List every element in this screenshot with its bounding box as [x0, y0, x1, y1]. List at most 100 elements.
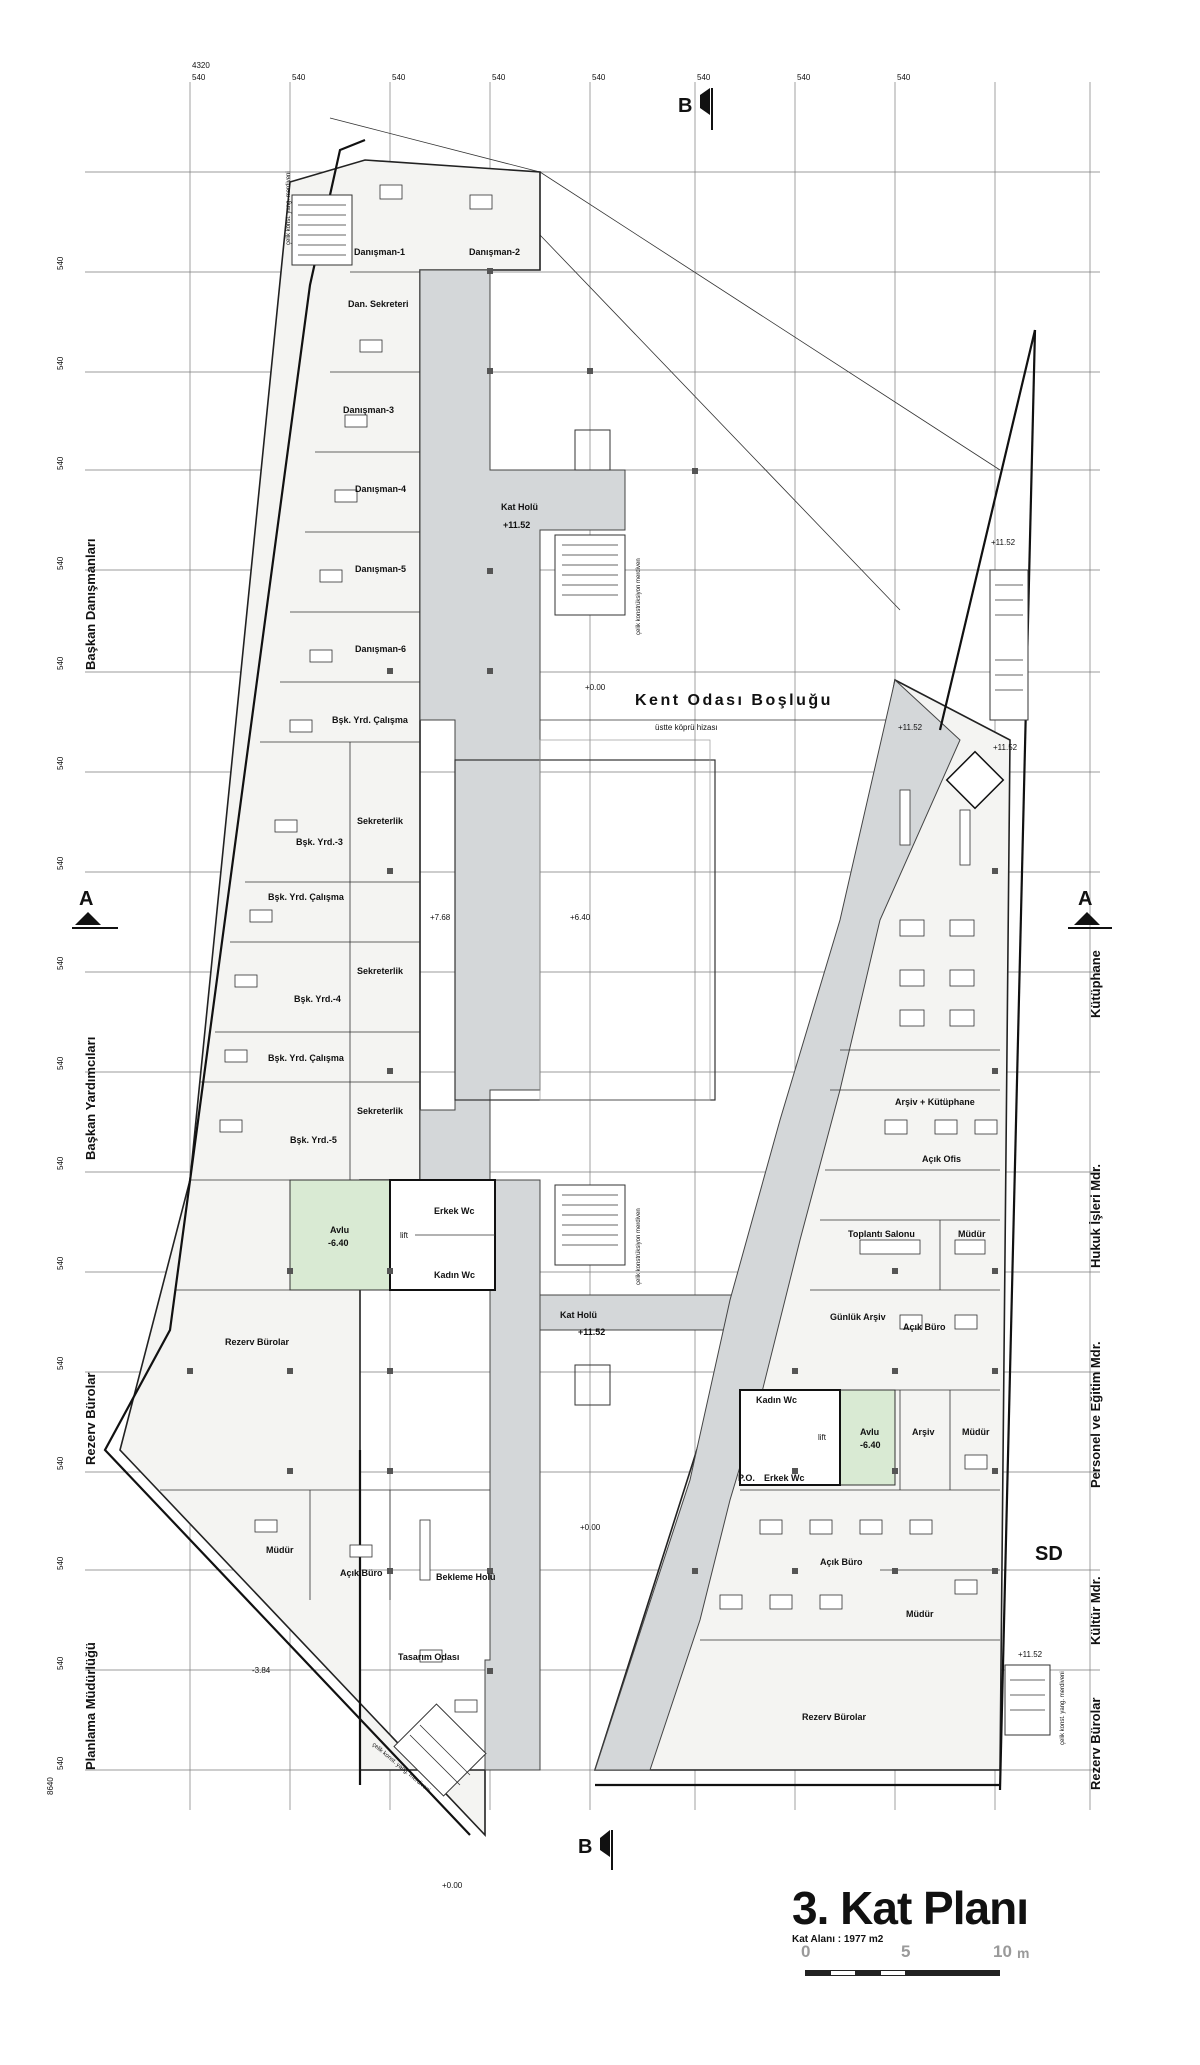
guide-lines [329, 117, 1001, 611]
level-11-52-d: +11.52 [1018, 1650, 1043, 1659]
lift-left: lift [400, 1231, 409, 1240]
right-facade [998, 329, 1037, 1791]
level-avlu-left: -6.40 [328, 1238, 349, 1248]
top-dimension-label: 540 [292, 73, 306, 82]
scale-segment [805, 1970, 830, 1976]
room-acik-buro-right-2: Açık Büro [820, 1557, 863, 1567]
zone-kultur: Kültür Mdr. [1088, 1576, 1103, 1645]
level-marks: +11.52 +11.52 +11.52 +11.52 +0.00 +0.00 … [252, 538, 1043, 1890]
level-11-52-c: +11.52 [993, 743, 1018, 752]
left-dimension-label: 540 [56, 1056, 65, 1070]
left-dimension-label: 540 [56, 956, 65, 970]
left-dimension-label: 540 [56, 1556, 65, 1570]
zone-rezerv-burolar-left: Rezerv Bürolar [83, 1373, 98, 1465]
left-dimension-label: 540 [56, 1356, 65, 1370]
right-room-walls [700, 1049, 1000, 1641]
room-erkek-wc-left: Erkek Wc [434, 1206, 475, 1216]
room-acik-buro-left: Açık Büro [340, 1568, 383, 1578]
level-kat-holu-bottom: +11.52 [578, 1327, 605, 1337]
room-mudur-right-2: Müdür [962, 1427, 990, 1437]
left-dimension-label: 540 [56, 1456, 65, 1470]
zone-baskan-yardimcilari: Başkan Yardımcıları [83, 1037, 98, 1160]
fire-stair-bottom-left [393, 1703, 487, 1797]
section-marker-b-top: B [678, 88, 713, 130]
left-dimension-label: 540 [56, 1756, 65, 1770]
left-dimension-total: 8640 [46, 1777, 55, 1795]
zone-labels: Başkan Danışmanları Başkan Yardımcıları … [83, 538, 1103, 1790]
left-facade [103, 138, 471, 1836]
top-dimension-label: 540 [492, 73, 506, 82]
level-kat-holu-top: +11.52 [503, 520, 530, 530]
section-marker-b-bottom: B [578, 1830, 613, 1870]
room-bsk-yrd-calisma-3: Bşk. Yrd. Çalışma [268, 1053, 345, 1063]
room-mudur-right-3: Müdür [906, 1609, 934, 1619]
room-danisman-1: Danışman-1 [354, 247, 405, 257]
top-dimension-label: 540 [392, 73, 406, 82]
level-7-68: +7.68 [430, 913, 451, 922]
scale-label-0: 0 [801, 1942, 811, 1961]
room-danisman-5: Danışman-5 [355, 564, 406, 574]
top-dimension-total: 4320 [192, 61, 210, 70]
zone-hukuk: Hukuk İşleri Mdr. [1088, 1164, 1103, 1268]
top-dimension-label: 540 [592, 73, 606, 82]
left-dimension-label: 540 [56, 1156, 65, 1170]
scale-unit: m [1017, 1945, 1030, 1961]
room-arsiv: Arşiv [912, 1427, 935, 1437]
room-kat-holu-bottom: Kat Holü [560, 1310, 597, 1320]
left-corridor [419, 269, 626, 1771]
room-sekreterlik-2: Sekreterlik [357, 966, 404, 976]
level-11-52-b: +11.52 [898, 723, 923, 732]
scale-label-5: 5 [901, 1942, 911, 1961]
scale-segment [855, 1970, 880, 1976]
room-danisman-4: Danışman-4 [355, 484, 406, 494]
note-ustte-kopru: üstte köprü hizası [655, 723, 718, 732]
level-0-00-a: +0.00 [585, 683, 606, 692]
level-0-00-c: +0.00 [442, 1881, 463, 1890]
room-sekreterlik-1: Sekreterlik [357, 816, 404, 826]
scale-label-10: 10 [993, 1942, 1012, 1961]
left-dimension-label: 540 [56, 256, 65, 270]
room-arsiv-kutuphane: Arşiv + Kütüphane [895, 1097, 975, 1107]
scale-segment [880, 1970, 907, 1976]
room-bsk-yrd-3: Bşk. Yrd.-3 [296, 837, 343, 847]
level-6-40: +6.40 [570, 913, 591, 922]
stair-note-3: çelik konstrüksiyon merdiven [636, 1208, 642, 1285]
level-minus-3-84: -3.84 [252, 1666, 271, 1675]
room-acik-ofis: Açık Ofis [922, 1154, 961, 1164]
left-dimension-label: 540 [56, 856, 65, 870]
room-danisman-6: Danışman-6 [355, 644, 406, 654]
courtyard-right [839, 1389, 896, 1486]
zone-rezerv-burolar-right: Rezerv Bürolar [1088, 1698, 1103, 1790]
scale-segment [830, 1970, 857, 1976]
room-bsk-yrd-calisma-1: Bşk. Yrd. Çalışma [332, 715, 409, 725]
zone-sd: SD [1035, 1543, 1063, 1565]
room-po: P.O. [738, 1473, 755, 1483]
left-wing [103, 138, 626, 1838]
room-bekleme-holu: Bekleme Holü [436, 1572, 496, 1582]
stair-note-1: çelik konst. yang. merdiveni [286, 171, 292, 245]
stair-note-5: çelik konst. yang. merdiveni [1060, 1671, 1066, 1745]
room-kadin-wc-left: Kadın Wc [434, 1270, 475, 1280]
left-dimension-label: 540 [56, 456, 65, 470]
left-dimension-label: 540 [56, 356, 65, 370]
left-dimension-label: 540 [56, 756, 65, 770]
plan-title: 3. Kat Planı [792, 1882, 1029, 1934]
left-dimension-label: 540 [56, 1256, 65, 1270]
zone-baskan-danismanlari: Başkan Danışmanları [83, 538, 98, 670]
stair-center-bottom [554, 1184, 626, 1266]
section-marker-a-right: A [1068, 888, 1112, 929]
room-sekreterlik-3: Sekreterlik [357, 1106, 404, 1116]
room-kat-holu-top: Kat Holü [501, 502, 538, 512]
fire-stair-top-left [291, 194, 353, 266]
room-avlu-right: Avlu [860, 1427, 879, 1437]
left-dimension-label: 540 [56, 1656, 65, 1670]
columns [187, 268, 998, 1674]
room-gunluk-arsiv: Günlük Arşiv [830, 1312, 886, 1322]
top-dimension-label: 540 [697, 73, 711, 82]
zone-personel: Personel ve Eğitim Mdr. [1088, 1341, 1103, 1488]
scale-segment [905, 1970, 1000, 1976]
left-dimension-label: 540 [56, 656, 65, 670]
top-dimension-label: 540 [797, 73, 811, 82]
room-danisman-3: Danışman-3 [343, 405, 394, 415]
floor-area: Kat Alanı : 1977 m2 [792, 1934, 884, 1945]
